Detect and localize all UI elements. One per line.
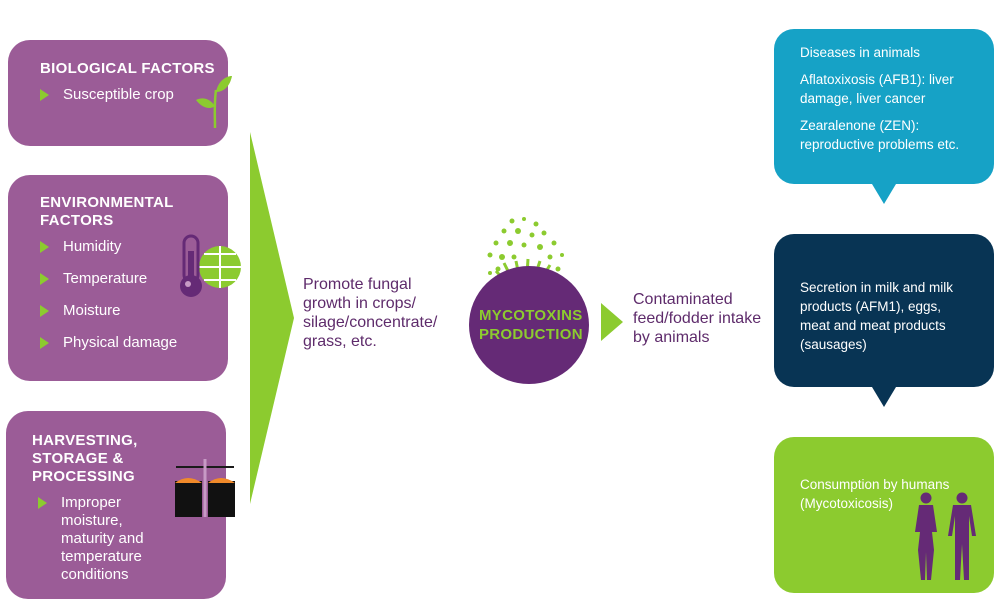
flow-arrow-small bbox=[601, 303, 623, 341]
aflatoxicosis-text: Aflatoxixosis (AFB1): liver damage, live… bbox=[800, 72, 954, 106]
flow-arrow-large bbox=[250, 132, 294, 504]
consumption-by-humans-box: Consumption by humans (Mycotoxicosis) bbox=[774, 437, 994, 593]
contaminated-feed-intake-text: Contaminated feed/fodder intake by anima… bbox=[633, 291, 762, 346]
biological-factors-box: BIOLOGICAL FACTORS Susceptible crop bbox=[8, 40, 232, 146]
humans-icon bbox=[915, 492, 976, 580]
harvesting-storage-processing-box: HARVESTING, STORAGE & PROCESSING Imprope… bbox=[6, 411, 235, 599]
list-item: Temperature bbox=[40, 270, 228, 288]
environmental-factors-box: ENVIRONMENTAL FACTORS Humidity Temperatu… bbox=[8, 175, 241, 381]
bullet-arrow-icon bbox=[38, 497, 47, 509]
list-item: Physical damage bbox=[40, 334, 228, 352]
storage-bins-icon bbox=[175, 459, 235, 517]
bullet-arrow-icon bbox=[40, 89, 49, 101]
bullet-arrow-icon bbox=[40, 273, 49, 285]
diseases-pointer bbox=[872, 184, 896, 204]
diseases-heading: Diseases in animals bbox=[800, 45, 921, 60]
bullet-arrow-icon bbox=[40, 305, 49, 317]
environmental-factors-title: ENVIRONMENTAL FACTORS bbox=[40, 194, 174, 229]
list-item: Humidity bbox=[40, 238, 228, 256]
consumption-text: Consumption by humans (Mycotoxicosis) bbox=[800, 477, 950, 511]
biological-factors-title: BIOLOGICAL FACTORS bbox=[40, 60, 215, 77]
mycotoxins-production-circle: MYCOTOXINS PRODUCTION bbox=[469, 266, 589, 384]
zearalenone-text: Zearalenone (ZEN): reproductive problems… bbox=[800, 118, 960, 152]
bullet-arrow-icon bbox=[40, 337, 49, 349]
secretion-text: Secretion in milk and milk products (AFM… bbox=[800, 280, 954, 352]
diseases-in-animals-box: Diseases in animals Aflatoxixosis (AFB1)… bbox=[774, 29, 994, 184]
bullet-arrow-icon bbox=[40, 241, 49, 253]
list-item: Moisture bbox=[40, 302, 228, 320]
secretion-pointer bbox=[872, 387, 896, 407]
sprout-icon bbox=[196, 76, 232, 128]
promote-fungal-growth-text: Promote fungal growth in crops/ silage/c… bbox=[303, 276, 438, 350]
list-item: Improper moisture, maturity and temperat… bbox=[32, 494, 226, 584]
thermometer-globe-icon bbox=[180, 234, 241, 297]
mycotoxins-production-label: MYCOTOXINS PRODUCTION bbox=[479, 307, 583, 343]
secretion-box: Secretion in milk and milk products (AFM… bbox=[774, 234, 994, 387]
list-item: Susceptible crop bbox=[40, 86, 228, 104]
harvesting-storage-processing-title: HARVESTING, STORAGE & PROCESSING bbox=[32, 432, 138, 485]
